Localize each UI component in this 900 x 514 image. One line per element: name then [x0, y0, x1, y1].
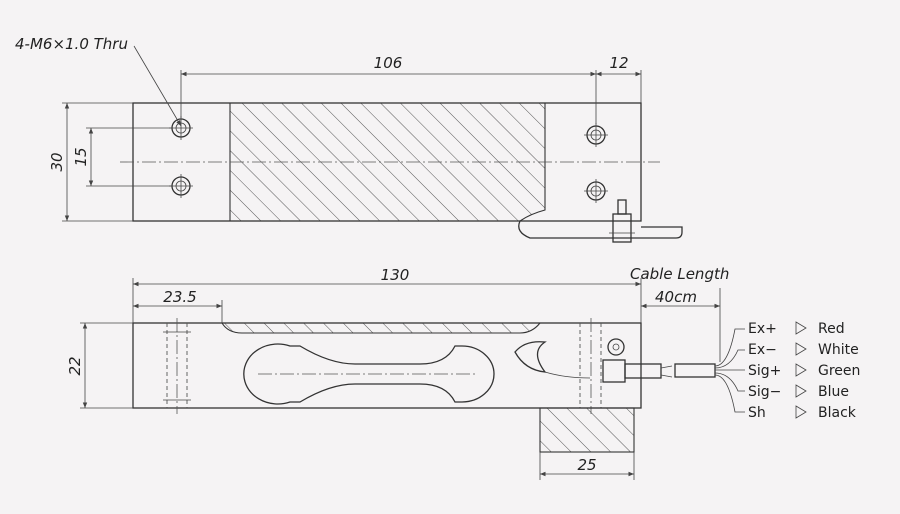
connector-screw	[607, 338, 625, 356]
side-top-recess	[221, 322, 542, 334]
dim-width: 30	[48, 152, 66, 171]
dim-length: 130	[381, 266, 410, 284]
dim-support: 25	[577, 456, 596, 474]
wire-row: Ex+ Red	[748, 321, 845, 337]
cable-tab	[518, 220, 683, 239]
wiring-legend: Ex+ Red Ex− White Sig+ Green Sig− Blue S…	[748, 321, 860, 421]
top-view: 4-M6×1.0 Thru 106 12 30 15	[15, 35, 683, 243]
wire-signal: Ex−	[748, 342, 777, 358]
cable-length-label: Cable Length	[630, 265, 729, 283]
relief-slot	[514, 341, 547, 373]
cable-length-value: 40cm	[655, 288, 697, 306]
dim-end-offset: 12	[609, 54, 628, 72]
side-body-outline	[132, 322, 642, 409]
dumbbell-cutout	[243, 343, 495, 405]
wire-row: Sh Black	[748, 405, 857, 421]
thread-note: 4-M6×1.0 Thru	[15, 35, 128, 53]
triangle-icon	[795, 384, 807, 398]
wire-fan	[714, 328, 745, 413]
hole-bottom-right	[584, 179, 608, 203]
hole-top-right	[584, 123, 608, 147]
cable-sleeve	[624, 363, 662, 379]
wire-row: Sig− Blue	[748, 384, 849, 400]
triangle-icon	[795, 321, 807, 335]
wire-color: Blue	[818, 384, 849, 400]
wire-row: Sig+ Green	[748, 363, 860, 379]
connector-post	[617, 199, 627, 215]
wire-color: Red	[818, 321, 845, 337]
support-block	[539, 407, 635, 453]
wire-color: Green	[818, 363, 860, 379]
dim-height: 22	[66, 356, 84, 375]
wire-signal: Ex+	[748, 321, 777, 337]
dim-hole-span: 106	[374, 54, 403, 72]
side-connector	[602, 359, 626, 383]
wire-signal: Sig−	[748, 384, 781, 400]
triangle-icon	[795, 363, 807, 377]
triangle-icon	[795, 405, 807, 419]
dim-mount: 23.5	[163, 288, 196, 306]
wire-signal: Sig+	[748, 363, 781, 379]
side-view: 130 23.5 22 25 Cable Length 40cm	[66, 265, 745, 480]
triangle-icon	[795, 342, 807, 356]
cable-end	[674, 363, 716, 378]
wire-row: Ex− White	[748, 342, 859, 358]
wire-signal: Sh	[748, 405, 766, 421]
hole-bottom-left	[169, 174, 193, 198]
wire-color: Black	[818, 405, 857, 421]
dim-hole-spacing: 15	[72, 147, 90, 166]
hole-top-left	[169, 116, 193, 140]
wire-color: White	[818, 342, 859, 358]
